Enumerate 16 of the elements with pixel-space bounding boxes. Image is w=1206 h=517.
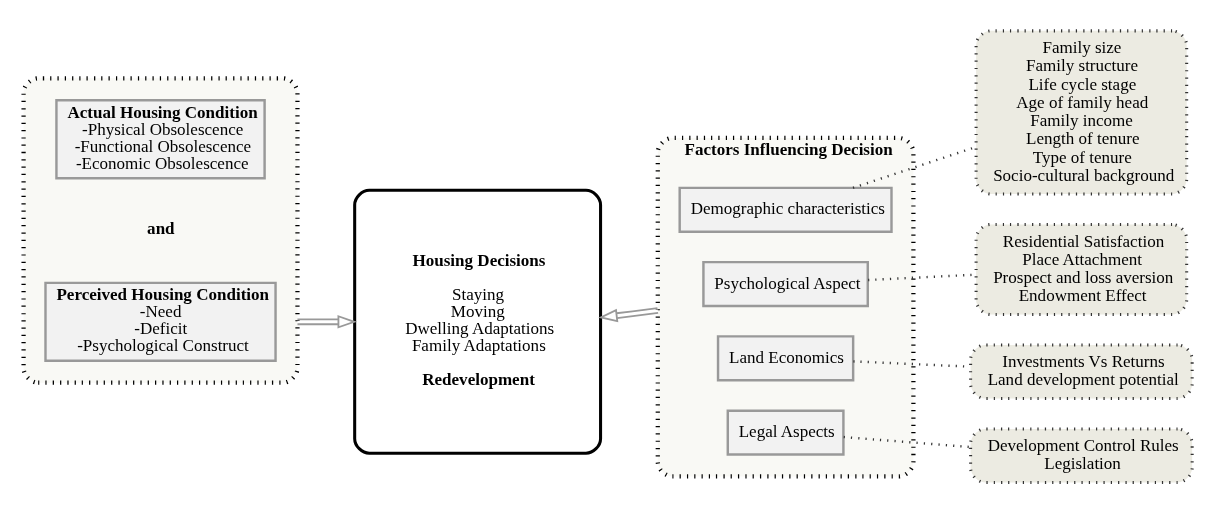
arrow <box>598 307 660 323</box>
node-box: Land Economics <box>716 335 855 382</box>
node-box: Legal Aspects <box>726 409 845 456</box>
node-box: Demographic characteristics <box>678 186 893 233</box>
node-box: Actual Housing Condition -Physical Obsolescence -Functional Obsolescence -Economic Obsolescence <box>55 99 266 180</box>
node-box: Housing Decisions Staying Moving Dwelling Adaptations Family Adaptations Redevelopment <box>353 188 603 455</box>
connector <box>843 435 971 449</box>
node-box: Development Control Rules Legislation <box>969 427 1194 484</box>
node-box: Perceived Housing Condition -Need -Deficit -Psychological Construct <box>44 281 277 362</box>
arrow <box>296 314 358 329</box>
node-box: Family size Family structure Life cycle stage Age of family head Family income Length of tenure Type of tenure Socio-cultural background <box>974 29 1189 196</box>
node-box: Psychological Aspect <box>702 260 869 308</box>
label: and <box>147 218 175 238</box>
cluster <box>21 76 300 385</box>
node-box: Residential Satisfaction Place Attachment Prospect and loss aversion Endowment Effect <box>974 222 1189 316</box>
node-box: Investments Vs Returns Land development potential <box>969 343 1194 400</box>
